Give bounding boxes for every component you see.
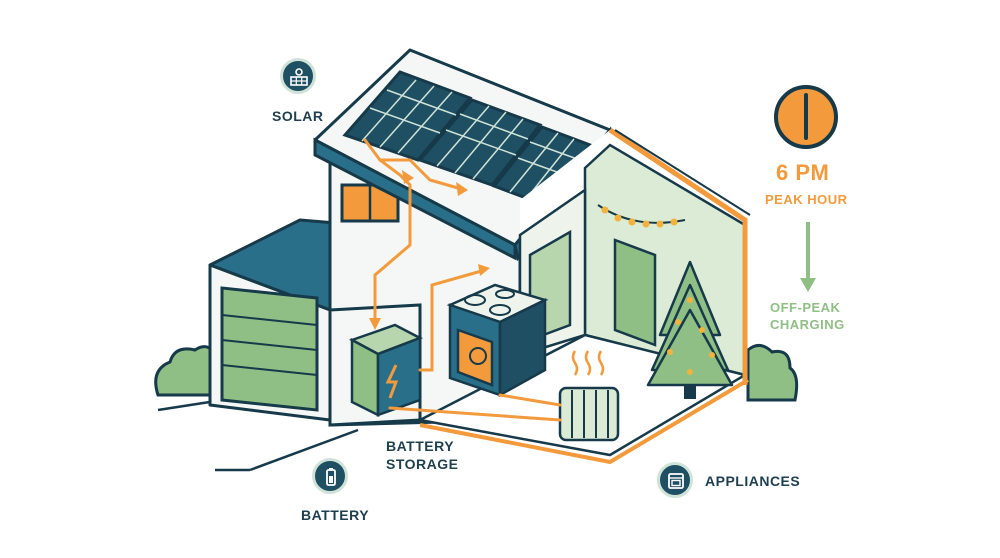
battery-storage-label-line2: STORAGE: [386, 456, 459, 472]
battery-storage-label-line1: BATTERY: [386, 438, 455, 454]
battery-label: BATTERY: [301, 507, 370, 523]
appliances-label: APPLIANCES: [705, 473, 801, 489]
energy-flow-lines: [363, 138, 562, 422]
solar-label: SOLAR: [272, 108, 324, 124]
off-peak-label-line2: CHARGING: [770, 317, 845, 332]
time-label: 6 PM: [776, 160, 830, 185]
christmas-tree: [646, 260, 734, 399]
peak-hour-label: PEAK HOUR: [765, 192, 848, 207]
down-arrow-icon: [800, 222, 816, 292]
oven-appliance: [446, 283, 549, 398]
solar-panel-icon: [280, 58, 316, 94]
battery-icon: [312, 458, 348, 494]
battery-storage-unit: [348, 323, 424, 418]
right-bush: [746, 344, 799, 402]
off-peak-label-line1: OFF-PEAK: [770, 300, 841, 315]
solar-panels: [342, 70, 593, 207]
radiator-appliance: [558, 350, 620, 442]
string-lights: [597, 204, 686, 228]
clock-icon: [774, 85, 838, 149]
arrowheads: [369, 170, 490, 330]
oven-icon: [657, 462, 693, 498]
